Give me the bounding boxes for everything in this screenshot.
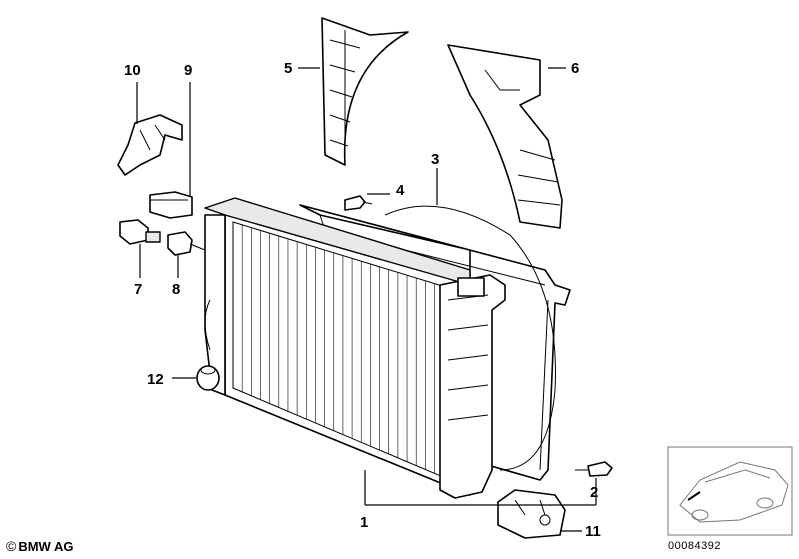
leader-lines: [136, 67, 597, 532]
clip-10[interactable]: [117, 114, 183, 176]
bracket-right-6[interactable]: [447, 44, 563, 229]
brand-name: BMW AG: [18, 539, 74, 554]
callout-8: 8: [172, 281, 180, 298]
callout-6: 6: [571, 60, 579, 77]
rubber-mount-12[interactable]: [196, 365, 220, 391]
callout-1: 1: [360, 514, 368, 531]
radiator[interactable]: [204, 197, 506, 499]
sensor-8[interactable]: [167, 231, 206, 256]
car-thumbnail: [667, 446, 793, 536]
callout-3: 3: [431, 151, 439, 168]
callout-9: 9: [184, 62, 192, 79]
plug-9[interactable]: [149, 191, 193, 219]
callout-2: 2: [590, 484, 598, 501]
brand-copyright: ©BMW AG: [6, 538, 73, 554]
screw-2[interactable]: [575, 461, 613, 477]
callout-labels: 1 2 3 4 5 6 7 8 9 10 11 12: [124, 60, 601, 540]
callout-4: 4: [396, 182, 405, 199]
callout-10: 10: [124, 62, 141, 79]
copyright-symbol: ©: [6, 538, 17, 554]
diagram-code: 00084392: [668, 540, 721, 552]
switch-7[interactable]: [119, 219, 161, 245]
mount-11[interactable]: [497, 489, 566, 539]
callout-7: 7: [134, 281, 142, 298]
bolt-4[interactable]: [344, 195, 373, 211]
callout-11: 11: [585, 523, 601, 540]
callout-5: 5: [284, 60, 292, 77]
callout-12: 12: [147, 371, 164, 388]
bracket-left-5[interactable]: [321, 17, 409, 166]
